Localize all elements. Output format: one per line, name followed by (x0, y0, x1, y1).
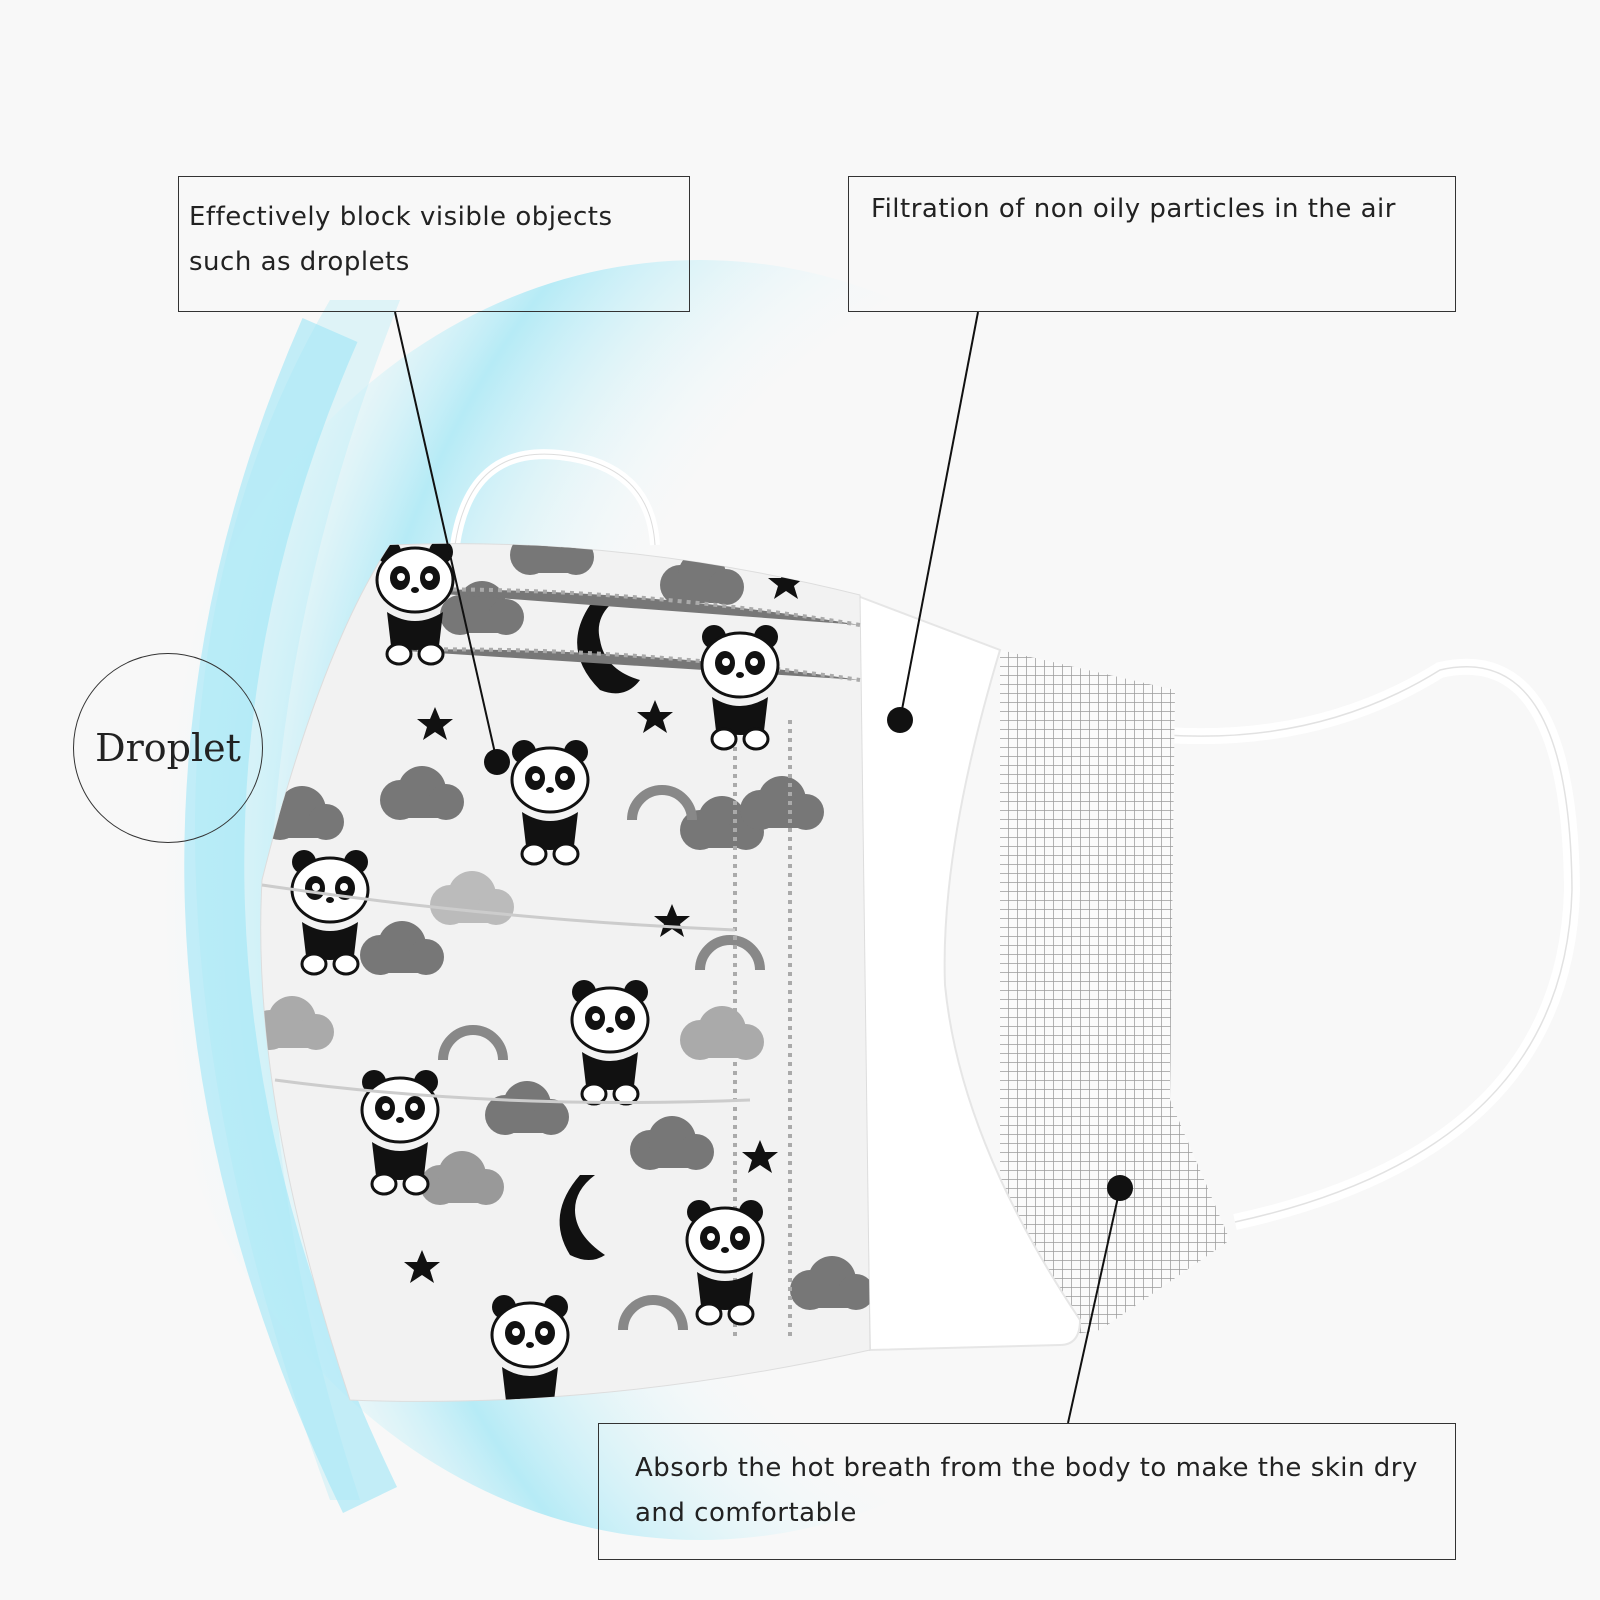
droplet-badge: Droplet (73, 653, 263, 843)
callout-inner-text: Absorb the hot breath from the body to m… (635, 1453, 1418, 1528)
droplet-label: Droplet (95, 726, 241, 770)
callout-middle-text: Filtration of non oily particles in the … (871, 194, 1396, 224)
leader-line-outer (394, 311, 498, 763)
leader-line-middle (899, 311, 979, 721)
pointer-dot-outer (484, 749, 510, 775)
callout-middle-layer: Filtration of non oily particles in the … (848, 176, 1456, 312)
middle-layer (853, 593, 1082, 1352)
pointer-dot-middle (887, 707, 913, 733)
callout-outer-layer: Effectively block visible objects such a… (178, 176, 690, 312)
callout-outer-text: Effectively block visible objects such a… (189, 202, 613, 277)
pointer-dot-inner (1107, 1175, 1133, 1201)
callout-inner-layer: Absorb the hot breath from the body to m… (598, 1423, 1456, 1560)
leader-line-inner (1067, 1187, 1121, 1424)
inner-layer (1000, 650, 1230, 1335)
